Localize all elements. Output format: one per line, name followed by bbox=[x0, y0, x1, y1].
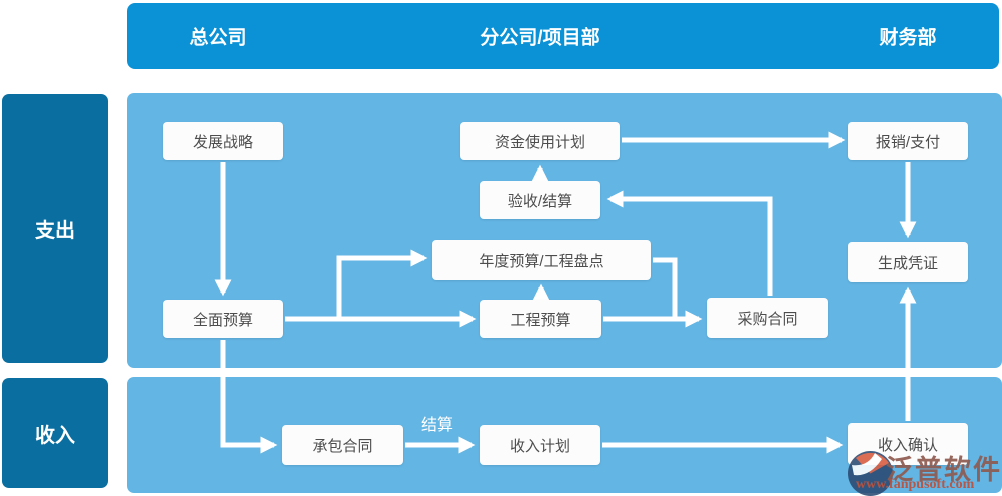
node-project-budget: 工程预算 bbox=[480, 300, 601, 338]
brand-url: www.fanpusoft.com bbox=[856, 477, 975, 492]
row-label-expense: 支出 bbox=[2, 94, 108, 363]
row-label-income: 收入 bbox=[2, 378, 108, 488]
header-bar: 总公司 分公司/项目部 财务部 bbox=[127, 3, 999, 69]
node-fund-usage-plan: 资金使用计划 bbox=[460, 122, 620, 160]
header-col-branch-project: 分公司/项目部 bbox=[480, 27, 600, 49]
node-development-strategy: 发展战略 bbox=[163, 122, 283, 160]
edge-label-settlement: 结算 bbox=[420, 417, 453, 434]
node-contracting-contract: 承包合同 bbox=[282, 425, 403, 465]
node-acceptance-settlement: 验收/结算 bbox=[480, 181, 600, 219]
watermark: 泛普软件 www.fanpusoft.com bbox=[846, 448, 1002, 496]
node-reimbursement-payment: 报销/支付 bbox=[848, 122, 968, 160]
node-purchase-contract: 采购合同 bbox=[707, 298, 828, 338]
header-col-head-office: 总公司 bbox=[189, 27, 247, 49]
node-income-plan: 收入计划 bbox=[480, 425, 600, 465]
brand-name: 泛普软件 bbox=[886, 455, 1002, 485]
node-annual-budget-inventory: 年度预算/工程盘点 bbox=[432, 240, 651, 280]
fanpu-logo-icon bbox=[848, 451, 893, 496]
header-col-finance: 财务部 bbox=[879, 27, 937, 49]
node-generate-voucher: 生成凭证 bbox=[848, 242, 968, 282]
node-overall-budget: 全面预算 bbox=[163, 300, 283, 338]
